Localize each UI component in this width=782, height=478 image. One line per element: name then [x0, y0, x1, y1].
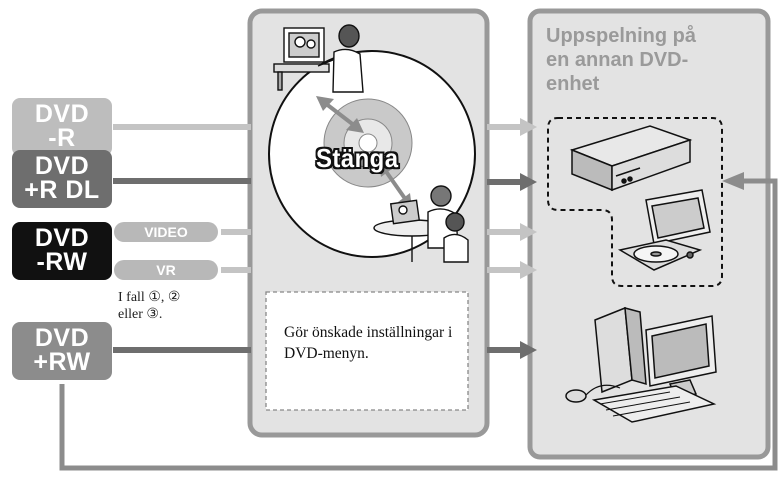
arrow-dark-1 [487, 173, 537, 191]
settings-dashed-box [265, 291, 469, 411]
portable-dvd-player-icon [617, 189, 711, 271]
vr-mode-pill: VR [114, 260, 218, 280]
case-note-line1: I fall ①, ② [118, 290, 181, 305]
person-with-monitor-icon [273, 24, 364, 93]
playback-title-line3: enhet [546, 73, 600, 95]
dvd-plus-r-dl-label-line2: +R DL [24, 176, 100, 204]
desktop-computer-icon [565, 306, 717, 423]
playback-title-line2: en annan DVD- [546, 49, 689, 71]
arrow-dark-2 [487, 341, 537, 359]
dvd-plus-rw-label: DVD +RW [12, 322, 112, 380]
dvd-plus-rw-label-line2: +RW [33, 348, 91, 376]
dvd-r-label: DVD -R [12, 98, 112, 156]
dvd-plus-r-dl-label: DVD +R DL [12, 150, 112, 208]
video-mode-pill: VIDEO [114, 222, 218, 242]
playback-title-line1: Uppspelning på [546, 25, 696, 47]
dvd-r-label-line1: DVD [34, 100, 90, 129]
rw-return-loop [59, 172, 778, 471]
dvd-recorder-icon [569, 125, 693, 192]
arrow-light-2 [487, 223, 537, 241]
settings-instruction: Gör önskade inställningar i DVD-menyn. [284, 324, 453, 362]
dvd-rw-label-line1: DVD [34, 224, 90, 253]
playback-title: Uppspelning på en annan DVD- enhet [546, 24, 696, 96]
edit-double-arrow-icon [316, 96, 364, 133]
dvd-plus-r-dl-label-line1: DVD [34, 152, 90, 181]
dvd-rw-label: DVD -RW [12, 222, 112, 280]
case-note-line2: eller ③. [118, 307, 163, 322]
case-note: I fall ①, ② eller ③. [118, 289, 180, 323]
dvd-r-label-line2: -R [48, 124, 76, 152]
close-label: Stänga [316, 143, 399, 173]
arrow-light-3 [487, 261, 537, 279]
people-with-laptop-icon [373, 185, 469, 263]
arrow-light-1 [487, 118, 537, 136]
dvd-plus-rw-label-line1: DVD [34, 324, 90, 353]
dvd-rw-label-line2: -RW [36, 248, 88, 276]
